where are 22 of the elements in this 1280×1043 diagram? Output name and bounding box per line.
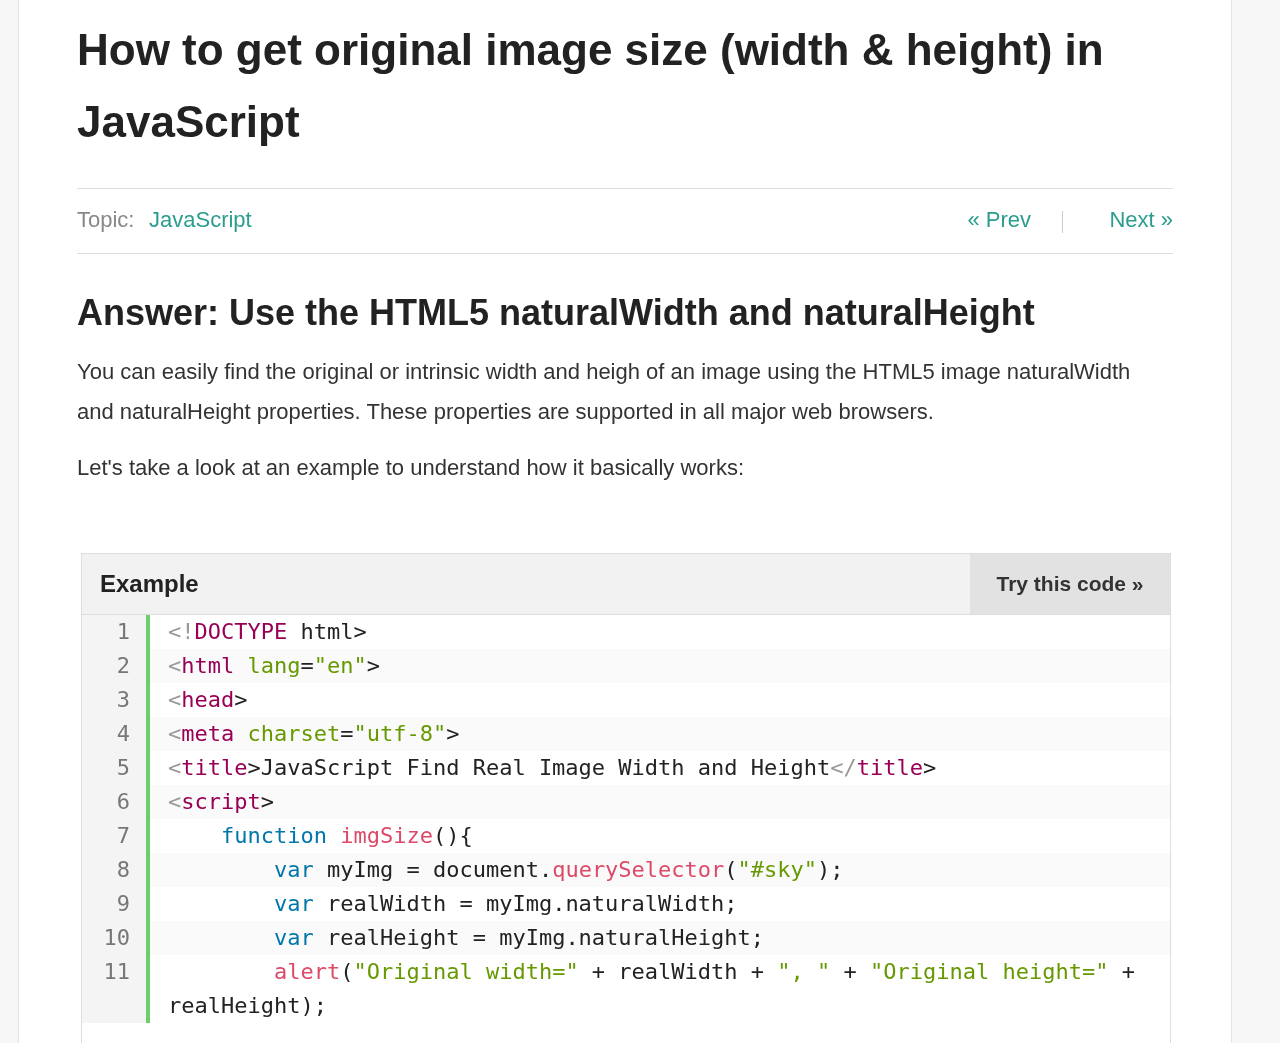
code-line: alert("Original width=" + realWidth + ", " + "Original height=" + realHeight); — [146, 955, 1170, 1023]
panel-title: Example — [100, 570, 199, 598]
next-link: Next » — [1109, 207, 1173, 233]
line-number: 7 — [82, 819, 146, 853]
topic-label: Topic: — [77, 207, 135, 233]
line-number: 3 — [82, 683, 146, 717]
line-number: 2 — [82, 649, 146, 683]
line-number: 8 — [82, 853, 146, 887]
line-number: 9 — [82, 887, 146, 921]
page-title: How to get original image size (width & height) in JavaScript — [77, 24, 1105, 148]
line-number: 6 — [82, 785, 146, 819]
prev-link: « Prev — [967, 207, 1031, 233]
topic-link: JavaScript — [149, 207, 252, 233]
line-number: 10 — [82, 921, 146, 955]
paragraph: Let's take a look at an example to understand how it basically works: — [77, 454, 745, 482]
line-number: 5 — [82, 751, 146, 785]
line-number: 1 — [82, 615, 146, 649]
paragraph: You can easily find the original or intrinsic width and heigh of an image using the HTML5 image naturalWidth and naturalHeight properties. These properties are supported in all major web browsers. — [77, 358, 1132, 426]
try-code-button: Try this code » — [970, 554, 1170, 614]
line-number: 4 — [82, 717, 146, 751]
line-number: 11 — [82, 955, 146, 1023]
section-heading: Answer: Use the HTML5 naturalWidth and naturalHeight — [77, 292, 1036, 334]
